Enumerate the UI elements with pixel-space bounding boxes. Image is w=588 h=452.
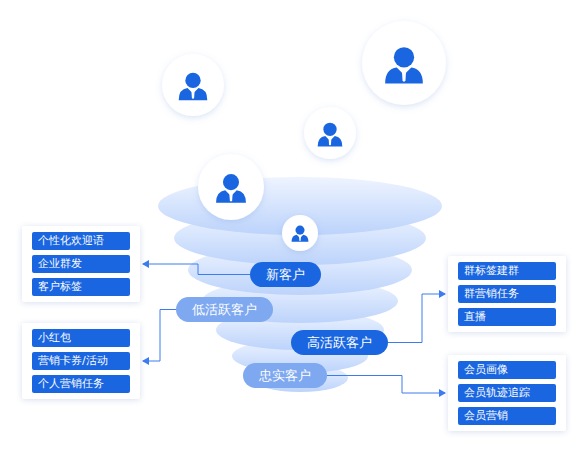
feature-panel: 小红包营销卡券/活动个人营销任务: [22, 323, 140, 399]
node-label: 个性化欢迎语: [38, 234, 104, 247]
stage-pill: 忠实客户: [243, 363, 327, 388]
node-label: 客户标签: [38, 280, 82, 293]
feature-button: 小红包: [32, 329, 130, 347]
stage-pill: 高活跃客户: [291, 330, 388, 355]
node-label: 小红包: [38, 331, 71, 344]
feature-button: 直播: [458, 308, 556, 326]
node-label: 企业群发: [38, 257, 82, 270]
feature-button: 群标签建群: [458, 262, 556, 280]
node-label: 高活跃客户: [307, 335, 372, 350]
connector-arrow: [143, 310, 176, 362]
feature-button: 企业群发: [32, 255, 130, 273]
feature-button: 会员营销: [458, 407, 556, 425]
feature-button: 营销卡券/活动: [32, 352, 130, 370]
node-label: 会员轨迹追踪: [464, 386, 530, 399]
feature-panel: 个性化欢迎语企业群发客户标签: [22, 226, 140, 302]
feature-button: 会员画像: [458, 361, 556, 379]
feature-panel: 群标签建群群营销任务直播: [448, 256, 566, 332]
feature-button: 群营销任务: [458, 285, 556, 303]
node-label: 会员画像: [464, 363, 508, 376]
stage-pill: 低活跃客户: [176, 297, 273, 322]
node-label: 营销卡券/活动: [38, 354, 108, 367]
node-label: 会员营销: [464, 409, 508, 422]
connector-arrow: [143, 264, 250, 275]
connector-arrow: [327, 376, 445, 394]
node-label: 群标签建群: [464, 264, 519, 277]
feature-button: 个性化欢迎语: [32, 232, 130, 250]
node-label: 群营销任务: [464, 287, 519, 300]
node-label: 新客户: [266, 267, 305, 282]
node-label: 个人营销任务: [38, 377, 104, 390]
feature-panel: 会员画像会员轨迹追踪会员营销: [448, 355, 566, 431]
feature-button: 会员轨迹追踪: [458, 384, 556, 402]
feature-button: 客户标签: [32, 278, 130, 296]
stage-pill: 新客户: [250, 262, 321, 287]
node-label: 直播: [464, 310, 486, 323]
node-label: 忠实客户: [259, 368, 311, 383]
node-label: 低活跃客户: [192, 302, 257, 317]
feature-button: 个人营销任务: [32, 375, 130, 393]
connector-arrow: [388, 294, 445, 343]
